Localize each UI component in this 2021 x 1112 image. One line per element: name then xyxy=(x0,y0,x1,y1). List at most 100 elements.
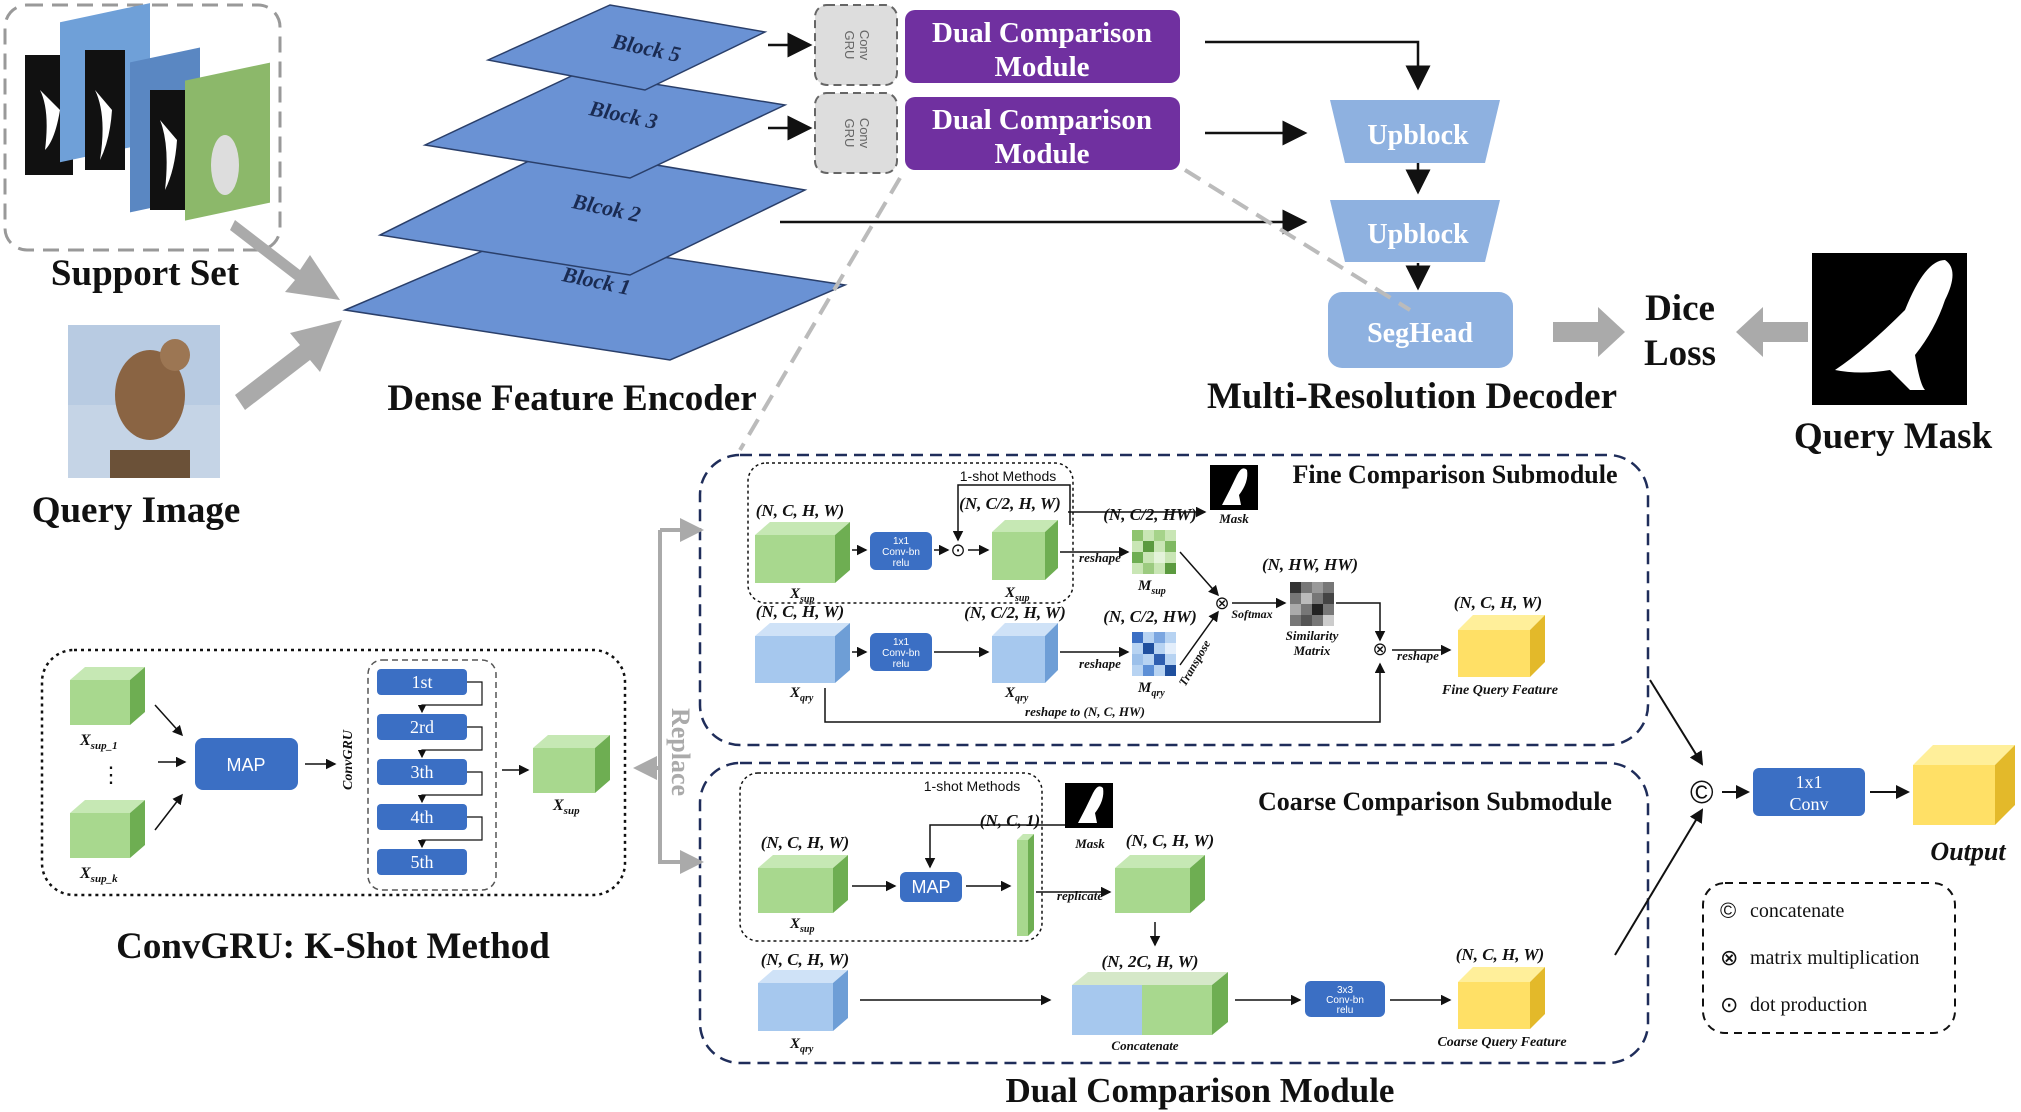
coarse-query-feature-cube xyxy=(1458,967,1545,1029)
support-set-label: Support Set xyxy=(51,253,240,294)
svg-text:Xsup: Xsup xyxy=(1004,585,1029,604)
svg-text:(N, C, H, W): (N, C, H, W) xyxy=(756,602,844,621)
legend-concatenate: concatenate xyxy=(1750,900,1844,922)
svg-text:reshape to (N, C, HW): reshape to (N, C, HW) xyxy=(1025,704,1145,719)
svg-text:1x1: 1x1 xyxy=(893,637,910,648)
svg-text:Xqry: Xqry xyxy=(789,685,814,704)
svg-text:Softmax: Softmax xyxy=(1231,607,1272,621)
coarse-submodule-title: Coarse Comparison Submodule xyxy=(1258,787,1612,816)
upblock-1-label: Upblock xyxy=(1367,120,1469,151)
svg-text:Dual Comparison: Dual Comparison xyxy=(932,104,1152,136)
svg-text:Msup: Msup xyxy=(1137,578,1166,597)
replace-connector: Replace xyxy=(633,518,704,874)
query-image-label: Query Image xyxy=(32,490,241,531)
svg-text:3th: 3th xyxy=(410,762,433,782)
fine-submodule-frame xyxy=(698,453,1650,747)
svg-text:reshape: reshape xyxy=(1079,550,1121,565)
svg-text:Xsup: Xsup xyxy=(789,586,814,605)
kshot-convgru-frame xyxy=(367,659,497,891)
fine-msup-matrix xyxy=(1132,530,1176,574)
seghead xyxy=(1328,292,1513,368)
seghead-label: SegHead xyxy=(1367,318,1473,349)
convgru-kshot-method: Xsup_1 ⋮ Xsup_k MAP ConvGRU 1st 2rd 3th … xyxy=(40,648,627,967)
svg-text:relu: relu xyxy=(1337,1005,1354,1016)
svg-text:GRU: GRU xyxy=(842,31,857,60)
svg-text:Concatenate: Concatenate xyxy=(1111,1038,1178,1053)
svg-text:(N, C, H, W): (N, C, H, W) xyxy=(761,950,849,969)
upblock-2 xyxy=(1330,200,1500,262)
decoder-label: Multi-Resolution Decoder xyxy=(1207,376,1617,417)
dense-feature-encoder-label: Dense Feature Encoder xyxy=(387,378,756,419)
svg-text:reshape: reshape xyxy=(1397,648,1439,663)
svg-text:Conv-bn: Conv-bn xyxy=(1326,995,1364,1006)
svg-text:replicate: replicate xyxy=(1057,888,1103,903)
svg-text:relu: relu xyxy=(893,659,910,670)
legend-symbol-concatenate: © xyxy=(1720,898,1736,923)
coarse-xqry-cube xyxy=(758,970,848,1031)
kshot-xsup1-cube xyxy=(70,667,145,725)
legend-matrix-multiplication: matrix multiplication xyxy=(1750,947,1919,969)
svg-text:(N, C/2, H, W): (N, C/2, H, W) xyxy=(959,494,1061,513)
legend-dot-production: dot production xyxy=(1750,994,1867,1016)
svg-text:(N, C, H, W): (N, C, H, W) xyxy=(756,501,844,520)
coarse-conv3-button: 3x3 Conv-bn relu xyxy=(1305,981,1385,1017)
svg-text:Conv-bn: Conv-bn xyxy=(882,648,920,659)
conv-gru-mid: Conv GRU xyxy=(814,92,898,174)
svg-text:Conv: Conv xyxy=(857,30,872,61)
svg-text:Xsup_k: Xsup_k xyxy=(79,865,118,885)
svg-text:(N, 2C, H, W): (N, 2C, H, W) xyxy=(1102,952,1199,971)
svg-text:Mqry: Mqry xyxy=(1137,680,1165,699)
coarse-map-button: MAP xyxy=(900,872,962,902)
fine-xsup-cube xyxy=(755,522,850,583)
svg-text:Xqry: Xqry xyxy=(789,1036,814,1055)
svg-text:Mask: Mask xyxy=(1074,836,1105,851)
coarse-xsup-cube xyxy=(758,855,848,913)
svg-text:(N, C/2, HW): (N, C/2, HW) xyxy=(1103,505,1197,524)
kshot-frame xyxy=(40,648,627,897)
svg-text:⋮: ⋮ xyxy=(100,762,122,787)
fine-xsup-half-cube xyxy=(992,520,1058,580)
output-cube xyxy=(1913,745,2015,825)
svg-text:⊙: ⊙ xyxy=(950,540,965,560)
svg-text:reshape: reshape xyxy=(1079,656,1121,671)
conv-gru-top: Conv GRU xyxy=(814,4,898,86)
svg-text:relu: relu xyxy=(893,558,910,569)
svg-text:Conv: Conv xyxy=(857,118,872,149)
loss-label: Loss xyxy=(1644,333,1716,374)
query-mask-group: Query Mask xyxy=(1794,253,1993,457)
coarse-concatenate-cube xyxy=(1072,972,1228,1035)
final-conv-button: 1x1 Conv xyxy=(1753,768,1865,816)
coarse-vector xyxy=(1017,834,1034,936)
svg-text:Conv-bn: Conv-bn xyxy=(882,547,920,558)
svg-text:(N, C/2, HW): (N, C/2, HW) xyxy=(1103,607,1197,626)
fine-oneshot-label: 1-shot Methods xyxy=(960,468,1057,484)
svg-text:MAP: MAP xyxy=(226,755,265,775)
fine-comparison-submodule: Fine Comparison Submodule 1-shot Methods… xyxy=(698,453,1650,747)
fine-mask-icon: Mask xyxy=(1210,465,1258,526)
encoder-block-5 xyxy=(485,4,768,91)
fine-oneshot-frame xyxy=(747,462,1074,604)
replace-label: Replace xyxy=(666,708,695,796)
kshot-xsupk-cube xyxy=(70,800,145,858)
fine-query-feature-cube xyxy=(1458,615,1545,677)
encoder-block-1 xyxy=(342,234,848,361)
kshot-map-button: MAP xyxy=(195,738,298,790)
svg-text:(N, C, H, W): (N, C, H, W) xyxy=(1126,831,1214,850)
svg-text:Dual Comparison: Dual Comparison xyxy=(932,17,1152,49)
concatenate-symbol: © xyxy=(1690,774,1714,810)
support-set-group: Support Set xyxy=(3,3,282,294)
svg-text:1x1: 1x1 xyxy=(893,536,910,547)
svg-text:1x1: 1x1 xyxy=(1796,772,1823,792)
svg-text:GRU: GRU xyxy=(842,119,857,148)
coarse-comparison-submodule: Coarse Comparison Submodule 1-shot Metho… xyxy=(698,761,1650,1065)
dcm-box-mid: Dual Comparison Module xyxy=(905,97,1180,170)
fine-conv1-top: 1x1 Conv-bn relu xyxy=(870,532,932,570)
legend: © concatenate ⊗ matrix multiplication ⊙ … xyxy=(1702,882,1956,1034)
multi-resolution-decoder: Upblock Upblock SegHead Multi-Resolution… xyxy=(1207,100,1617,417)
fine-xqry-cube xyxy=(755,623,850,683)
kshot-xsup-output-cube xyxy=(533,735,610,793)
svg-text:Xqry: Xqry xyxy=(1004,685,1029,704)
upblock-1 xyxy=(1330,100,1500,163)
svg-text:⊗: ⊗ xyxy=(1214,593,1229,613)
